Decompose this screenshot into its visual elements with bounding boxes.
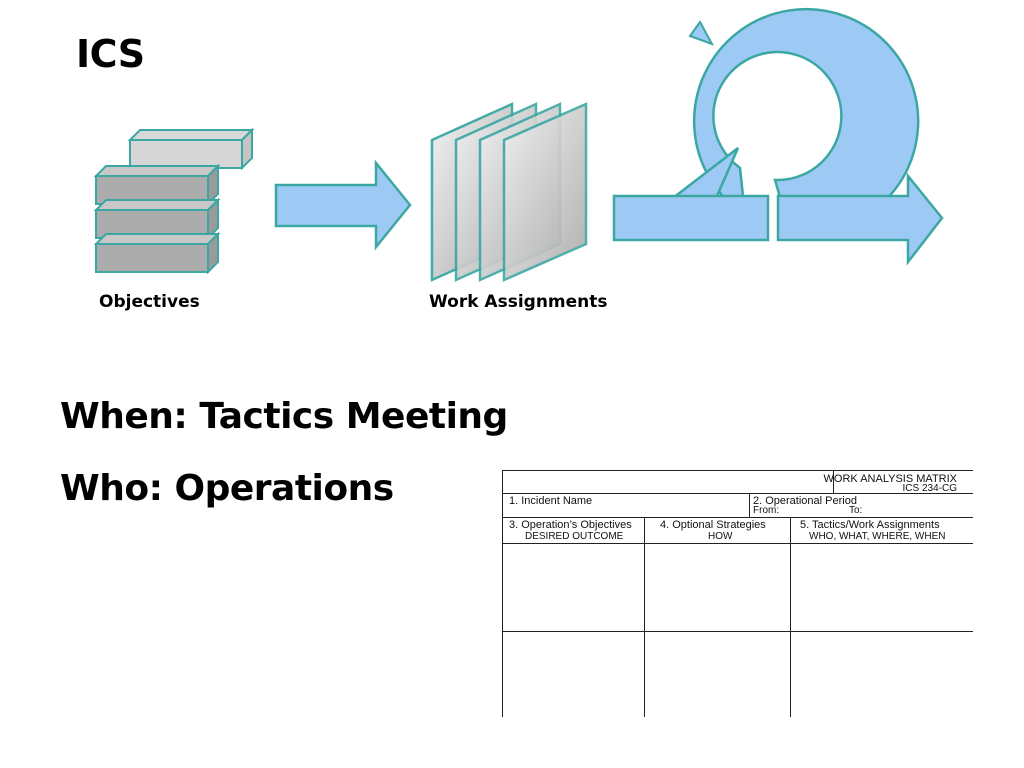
operational-period-field: 2. Operational Period bbox=[753, 495, 857, 507]
work-assignments-label: Work Assignments bbox=[429, 292, 608, 312]
col-objectives-title: 3. Operation’s Objectives bbox=[509, 519, 632, 531]
form-header-code: ICS 234-CG bbox=[902, 483, 957, 494]
to-label: To: bbox=[849, 505, 863, 516]
work-analysis-matrix-form: WORK ANALYSIS MATRIX ICS 234-CG 1. Incid… bbox=[502, 470, 973, 717]
objectives-label: Objectives bbox=[99, 292, 200, 312]
ics-process-diagram bbox=[93, 7, 944, 282]
arrow-right-icon bbox=[274, 159, 412, 251]
col-strategies-sub: HOW bbox=[708, 531, 733, 542]
form-header-title: WORK ANALYSIS MATRIX bbox=[823, 473, 957, 485]
from-label: From: bbox=[753, 505, 780, 516]
col-strategies-title: 4. Optional Strategies bbox=[660, 519, 766, 531]
iteration-loop-icon bbox=[612, 7, 944, 266]
incident-name-field: 1. Incident Name bbox=[509, 495, 593, 507]
col-tactics-title: 5. Tactics/Work Assignments bbox=[800, 519, 940, 531]
col-tactics-sub: WHO, WHAT, WHERE, WHEN bbox=[809, 531, 946, 542]
page-title: ICS bbox=[76, 32, 145, 76]
when-line: When: Tactics Meeting bbox=[60, 396, 508, 437]
who-line: Who: Operations bbox=[60, 468, 394, 509]
col-objectives-sub: DESIRED OUTCOME bbox=[525, 531, 624, 542]
objectives-blocks-icon bbox=[93, 127, 255, 275]
work-assignments-pages-icon bbox=[430, 102, 588, 282]
